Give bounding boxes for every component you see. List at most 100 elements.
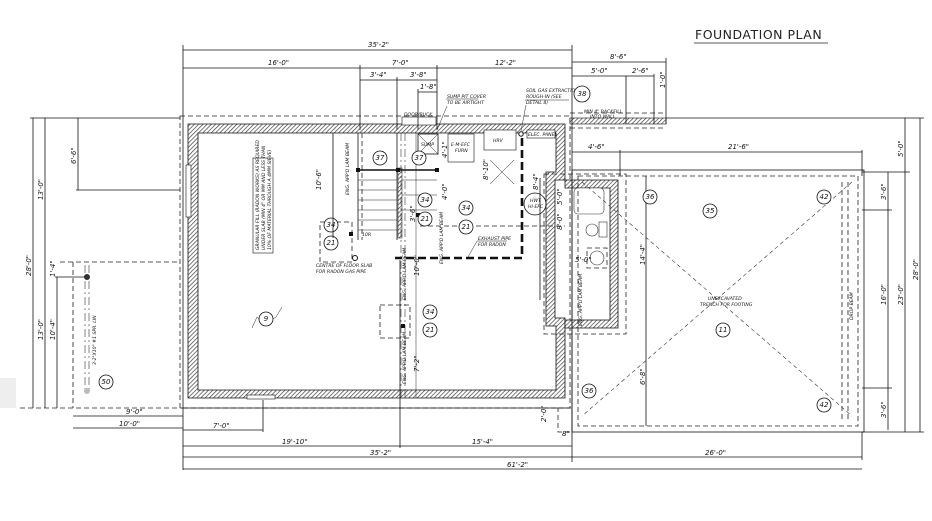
svg-text:19'-10": 19'-10" xyxy=(282,438,307,446)
svg-text:21: 21 xyxy=(462,223,471,231)
svg-text:DOOR/BUCK: DOOR/BUCK xyxy=(404,112,433,118)
svg-text:3'-6": 3'-6" xyxy=(880,183,888,200)
svg-text:ENG. APP'D LAM BEAM: ENG. APP'D LAM BEAM xyxy=(578,274,584,326)
svg-text:7'-0": 7'-0" xyxy=(392,59,409,67)
svg-text:1'-0": 1'-0" xyxy=(659,71,667,88)
svg-text:UNEXCAVATED: UNEXCAVATED xyxy=(708,296,742,302)
callout-38-top: 38 xyxy=(573,85,591,103)
svg-text:35'-2": 35'-2" xyxy=(370,449,391,457)
svg-text:38: 38 xyxy=(578,90,587,98)
svg-text:6'-6": 6'-6" xyxy=(70,147,78,164)
svg-text:10'-0": 10'-0" xyxy=(119,420,140,428)
svg-text:21'-6": 21'-6" xyxy=(728,143,749,151)
svg-text:UNDER SLAB (MIN 4" OR MM AND L: UNDER SLAB (MIN 4" OR MM AND LESS THAN xyxy=(261,145,267,250)
svg-text:16'-0": 16'-0" xyxy=(880,284,888,305)
svg-text:8'-6": 8'-6" xyxy=(610,53,627,61)
svg-text:ENG. APP'D LAM BEAM: ENG. APP'D LAM BEAM xyxy=(439,212,445,264)
svg-text:35'-2": 35'-2" xyxy=(368,41,389,49)
mechanical-room: SUMP E-M-EFC FURN HRV ELEC. PANEL HWT HI… xyxy=(352,129,565,261)
svg-text:13'-0": 13'-0" xyxy=(37,319,45,340)
callout-21-b: 21 xyxy=(417,211,433,227)
callout-36-top: 36 xyxy=(642,189,658,205)
svg-text:5'-0": 5'-0" xyxy=(575,256,592,264)
granular-fill-note: GRANULAR FILL (RADON WORKS) AS REQUIRED … xyxy=(252,140,274,254)
svg-text:ELEC. PANEL: ELEC. PANEL xyxy=(528,132,558,138)
svg-text:21: 21 xyxy=(426,326,435,334)
bathroom-fixtures xyxy=(573,187,608,269)
svg-text:3'-6": 3'-6" xyxy=(409,205,417,222)
svg-text:HI-EFC: HI-EFC xyxy=(528,204,544,210)
svg-text:HRV: HRV xyxy=(493,138,504,144)
svg-text:EXHAUST PIPE: EXHAUST PIPE xyxy=(478,236,511,242)
callout-21-d: 21 xyxy=(422,322,438,338)
hrv-diffuser xyxy=(489,159,515,185)
svg-text:5'-0": 5'-0" xyxy=(556,188,564,205)
svg-text:FOR RADON GAS PIPE: FOR RADON GAS PIPE xyxy=(316,269,366,275)
svg-text:FOR RADON: FOR RADON xyxy=(478,242,506,248)
image-edge-artifact xyxy=(0,378,16,408)
svg-text:10'-6": 10'-6" xyxy=(315,169,323,190)
svg-text:34: 34 xyxy=(327,221,336,229)
door-buck: DOOR/BUCK xyxy=(401,112,437,126)
svg-text:FOUNDATION PLAN: FOUNDATION PLAN xyxy=(695,27,822,42)
callout-11: 11 xyxy=(715,322,731,338)
svg-text:34: 34 xyxy=(426,308,435,316)
callout-50: 50 xyxy=(98,374,114,390)
svg-text:TRENCH FOR FOOTING: TRENCH FOR FOOTING xyxy=(700,302,753,308)
house-foundation-walls xyxy=(179,112,667,409)
callout-36-bottom: 36 xyxy=(581,383,597,399)
callout-37-b: 37 xyxy=(411,150,427,166)
svg-text:3-2"X10" #1 SPR. LIN: 3-2"X10" #1 SPR. LIN xyxy=(92,315,98,365)
svg-text:21: 21 xyxy=(421,215,430,223)
svg-text:36: 36 xyxy=(585,387,594,395)
callout-21-c: 21 xyxy=(458,219,474,235)
svg-text:15'-4": 15'-4" xyxy=(472,438,493,446)
left-lintel: 3-2"X10" #1 SPR. LIN xyxy=(20,261,180,409)
hot-water-tank xyxy=(523,192,547,216)
svg-text:28'-0": 28'-0" xyxy=(25,255,33,276)
svg-text:37: 37 xyxy=(415,154,424,162)
svg-text:ENG. APP'D LAM BEAM: ENG. APP'D LAM BEAM xyxy=(345,143,351,195)
svg-text:TO BE AIRTIGHT: TO BE AIRTIGHT xyxy=(447,100,485,106)
svg-text:13'-0": 13'-0" xyxy=(37,179,45,200)
garage-foundation: UNEXCAVATED TRENCH FOR FOOTING DROP BEAM xyxy=(557,169,865,433)
callout-34-b: 34 xyxy=(417,192,433,208)
svg-text:50: 50 xyxy=(102,378,111,386)
callout-37-a: 37 xyxy=(372,150,388,166)
svg-text:2'-0": 2'-0" xyxy=(540,405,548,422)
svg-text:16'-0": 16'-0" xyxy=(268,59,289,67)
drawing-title: FOUNDATION PLAN xyxy=(694,27,828,44)
svg-text:1'-4": 1'-4" xyxy=(49,260,57,277)
callout-9: 9 xyxy=(251,306,283,329)
svg-text:12'-2": 12'-2" xyxy=(495,59,516,67)
svg-text:10R: 10R xyxy=(362,232,371,238)
svg-text:9: 9 xyxy=(264,315,269,323)
svg-text:36: 36 xyxy=(646,193,655,201)
svg-text:28'-0": 28'-0" xyxy=(912,259,920,280)
callout-bubbles: 38 37 37 34 21 34 21 34 21 34 21 9 50 36… xyxy=(98,85,832,413)
callout-35: 35 xyxy=(702,203,718,219)
svg-text:35: 35 xyxy=(706,207,715,215)
svg-text:10'-0": 10'-0" xyxy=(413,255,421,276)
svg-text:14'-4": 14'-4" xyxy=(639,244,647,265)
svg-text:DROP BEAM: DROP BEAM xyxy=(849,292,855,320)
svg-text:7'-2": 7'-2" xyxy=(413,355,421,372)
svg-text:37: 37 xyxy=(376,154,385,162)
svg-text:ENG. APP'D LAM BEAM: ENG. APP'D LAM BEAM xyxy=(402,332,408,384)
svg-text:34: 34 xyxy=(462,204,471,212)
svg-text:HWT: HWT xyxy=(530,198,542,204)
svg-text:SUMP: SUMP xyxy=(421,142,434,148)
svg-text:FURN: FURN xyxy=(455,148,468,154)
svg-text:23'-0": 23'-0" xyxy=(897,284,905,305)
callout-42-bottom: 42 xyxy=(816,397,832,413)
svg-text:MIN 4" BACKFILL: MIN 4" BACKFILL xyxy=(584,109,623,115)
svg-text:5'-0": 5'-0" xyxy=(897,140,905,157)
svg-text:3'-6": 3'-6" xyxy=(880,401,888,418)
svg-text:26'-0": 26'-0" xyxy=(705,449,726,457)
svg-text:E-M-EFC: E-M-EFC xyxy=(451,142,471,148)
callout-21-a: 21 xyxy=(323,235,339,251)
svg-text:ROUGH-IN (SEE: ROUGH-IN (SEE xyxy=(526,94,562,100)
svg-text:CENTRE OF FLOOR SLAB: CENTRE OF FLOOR SLAB xyxy=(316,263,372,269)
svg-text:8": 8" xyxy=(562,430,570,438)
